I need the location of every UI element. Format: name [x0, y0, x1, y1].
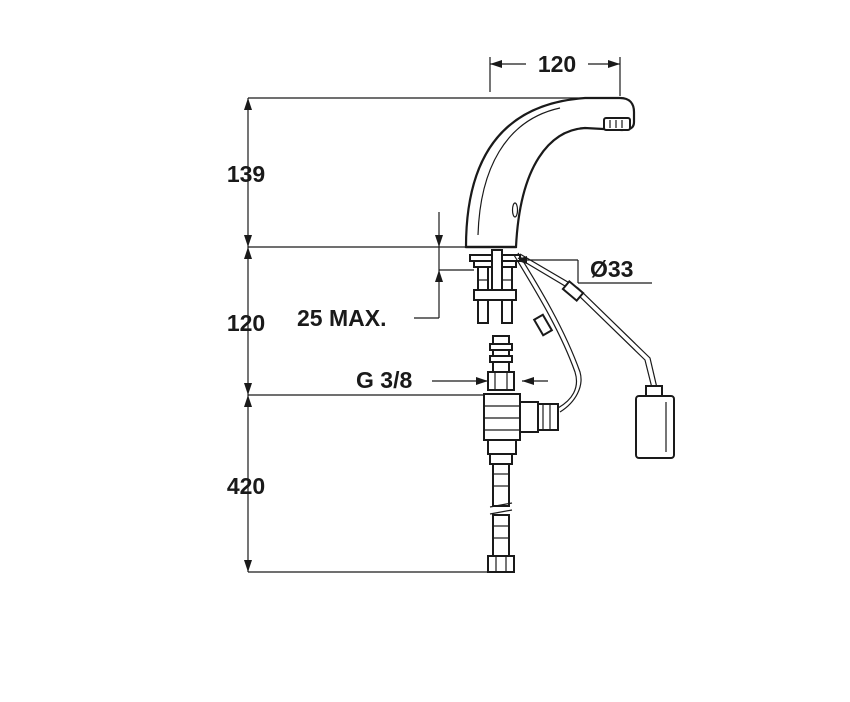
deck-max-dimension [414, 212, 474, 319]
sensor-cable [513, 252, 658, 413]
upper-hose [487, 335, 515, 391]
hose-length-label: 420 [227, 473, 265, 499]
faucet-body [464, 96, 636, 249]
spout-outline [464, 96, 636, 249]
body-height-label: 120 [227, 310, 265, 336]
spout-reach-dimension [489, 57, 621, 96]
connection-label: G 3/8 [356, 367, 412, 393]
solenoid-valve [483, 393, 559, 455]
spout-height-label: 139 [227, 161, 265, 187]
lower-hose [487, 453, 515, 573]
battery-box [635, 385, 675, 459]
spout-reach-label: 120 [538, 51, 576, 77]
aerator [603, 117, 631, 131]
mounting-assembly [469, 249, 521, 324]
hole-diameter-label: Ø33 [590, 256, 633, 282]
connection-leader [432, 377, 548, 385]
vertical-dimension-group [244, 97, 612, 573]
deck-max-label: 25 MAX. [297, 305, 386, 331]
